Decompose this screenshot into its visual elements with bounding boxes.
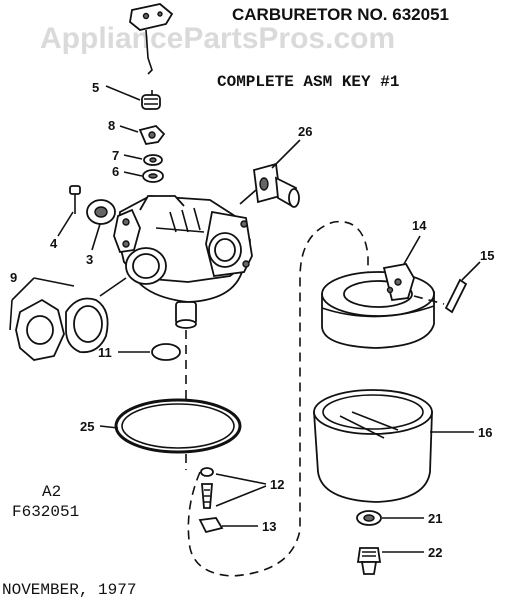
part-21-washer: [356, 510, 382, 526]
part-8-fitting: [138, 125, 166, 146]
part-25-gasket-ring: [114, 398, 242, 454]
model-line-2: F632051: [12, 503, 79, 521]
callout-25: 25: [80, 419, 94, 434]
callout-9: 9: [10, 270, 17, 285]
callout-4: 4: [50, 236, 58, 251]
part-26-elbow-fitting: [253, 162, 300, 208]
model-line-1: A2: [42, 483, 61, 501]
part-3-disc: [86, 199, 116, 225]
callout-22: 22: [428, 545, 442, 560]
carburetor-body: [113, 195, 253, 329]
throttle-bracket-part: [129, 3, 174, 75]
callout-11: 11: [98, 345, 112, 360]
callout-12: 12: [270, 477, 284, 492]
part-11-disc: [151, 343, 181, 361]
callout-7: 7: [112, 148, 119, 163]
part-13-screw: [198, 517, 224, 534]
assembly-dashed-line: [185, 220, 369, 577]
callout-21: 21: [428, 511, 442, 526]
callout-15: 15: [480, 248, 494, 263]
diagram-title: CARBURETOR NO. 632051: [232, 5, 449, 24]
diagram-subtitle: COMPLETE ASM KEY #1: [217, 73, 399, 91]
callout-3: 3: [86, 252, 93, 267]
part-16-float-bowl: [313, 389, 433, 503]
callout-13: 13: [262, 519, 276, 534]
part-4-screw: [69, 185, 81, 214]
footer-date: NOVEMBER, 1977: [2, 581, 136, 599]
callout-8: 8: [108, 118, 115, 133]
part-5-screw: [141, 90, 161, 110]
part-12-jet: [200, 467, 214, 509]
part-9-choke-assembly: [15, 297, 109, 361]
watermark-text: AppliancePartsPros.com: [40, 22, 395, 55]
callout-5: 5: [92, 80, 99, 95]
part-14-float: [321, 263, 435, 349]
part-6-seat: [142, 169, 164, 183]
part-7-washer: [143, 154, 163, 166]
callout-14: 14: [412, 218, 427, 233]
callout-16: 16: [478, 425, 492, 440]
part-22-bowl-nut: [356, 547, 382, 575]
callout-26: 26: [298, 124, 312, 139]
part-15-pin: [444, 278, 468, 314]
callout-6: 6: [112, 164, 119, 179]
